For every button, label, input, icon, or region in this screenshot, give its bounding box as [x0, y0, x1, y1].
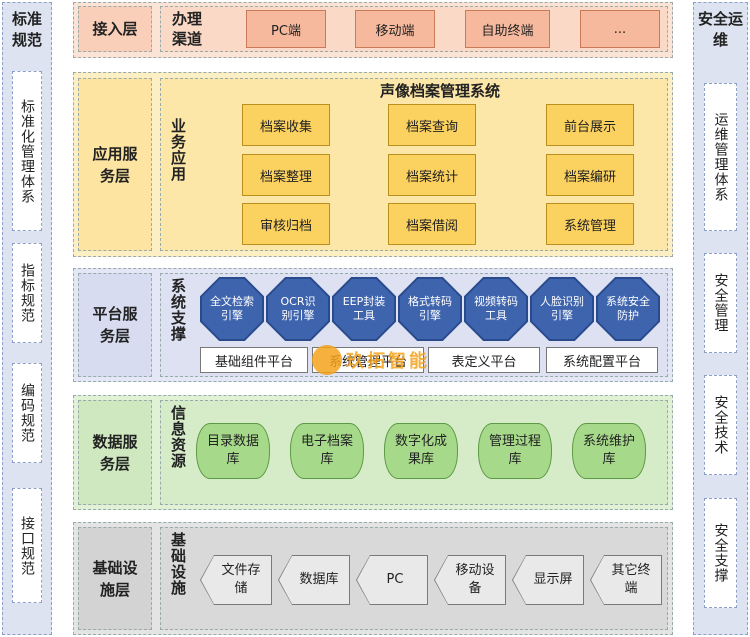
channel-kiosk: 自助终端 — [465, 10, 550, 48]
watermark-logo-icon — [312, 345, 342, 375]
engine-format-transcode: 格式转码引擎 — [400, 279, 460, 339]
channel-pc: PC端 — [246, 10, 326, 48]
left-column-standards: 标准规范 标准化管理体系 指标规范 编码规范 接口规范 — [2, 2, 52, 635]
infra-layer-label: 基础设施层 — [78, 527, 152, 630]
bar-system-config-platform: 系统配置平台 — [546, 347, 658, 373]
right-column-security: 安全运维 运维管理体系 安全管理 安全技术 安全支撑 — [693, 2, 748, 635]
app-system-title: 声像档案管理系统 — [379, 82, 500, 100]
engine-face-recognition: 人脸识别引擎 — [532, 279, 592, 339]
channel-mobile: 移动端 — [355, 10, 435, 48]
module-archive-query: 档案查询 — [388, 104, 476, 146]
watermark-text: 玖拓智能 — [346, 351, 430, 372]
tool-video-transcode: 视频转码工具 — [466, 279, 526, 339]
platform-layer-sublabel: 系统支撑 — [169, 278, 187, 342]
right-column-title: 安全运维 — [697, 10, 743, 49]
bar-table-definition-platform: 表定义平台 — [428, 347, 540, 373]
app-layer-sublabel: 业务应用 — [169, 118, 187, 182]
infra-database: 数据库 — [278, 555, 350, 605]
platform-layer-label: 平台服务层 — [78, 273, 152, 377]
left-item-indicator-spec: 指标规范 — [12, 243, 42, 343]
infra-mobile-device-label: 移动设备 — [435, 556, 505, 604]
system-security-protection: 系统安全防护 — [598, 279, 658, 339]
right-item-security-support: 安全支撑 — [704, 498, 737, 608]
infra-display-screen-label: 显示屏 — [513, 556, 583, 604]
platform-layer-label-text: 平台服务层 — [92, 305, 138, 345]
db-electronic-archive: 电子档案库 — [290, 423, 364, 479]
db-management-process: 管理过程库 — [478, 423, 552, 479]
left-item-coding-spec: 编码规范 — [12, 363, 42, 463]
left-item-management-system: 标准化管理体系 — [12, 71, 42, 231]
module-archive-stats: 档案统计 — [388, 154, 476, 196]
infra-database-label: 数据库 — [279, 556, 349, 604]
channel-more: ... — [580, 10, 660, 48]
module-system-manage: 系统管理 — [546, 203, 634, 245]
infra-file-storage-label: 文件存储 — [201, 556, 271, 604]
infra-layer-sublabel: 基础设施 — [169, 532, 187, 596]
infra-other-terminal-label: 其它终端 — [591, 556, 661, 604]
infra-other-terminal: 其它终端 — [590, 555, 662, 605]
module-front-display: 前台展示 — [546, 104, 634, 146]
right-item-security-mgmt: 安全管理 — [704, 253, 737, 353]
db-digitization-results: 数字化成果库 — [384, 423, 458, 479]
left-column-title: 标准规范 — [11, 10, 42, 49]
infra-layer-label-text: 基础设施层 — [92, 558, 138, 599]
module-review-archive: 审核归档 — [242, 203, 330, 245]
app-layer-label: 应用服务层 — [78, 78, 152, 251]
infra-file-storage: 文件存储 — [200, 555, 272, 605]
left-item-interface-spec: 接口规范 — [12, 488, 42, 603]
module-archive-organize: 档案整理 — [242, 154, 330, 196]
db-catalog: 目录数据库 — [196, 423, 270, 479]
right-item-security-tech: 安全技术 — [704, 375, 737, 475]
engine-ocr: OCR识别引擎 — [268, 279, 328, 339]
module-archive-collect: 档案收集 — [242, 104, 330, 146]
data-layer-sublabel: 信息资源 — [169, 405, 187, 469]
module-archive-research: 档案编研 — [546, 154, 634, 196]
module-archive-borrow: 档案借阅 — [388, 203, 476, 245]
access-layer-sublabel: 办理渠道 — [171, 10, 202, 48]
infra-pc: PC — [356, 555, 428, 605]
infra-pc-label: PC — [357, 556, 427, 604]
right-item-ops-system: 运维管理体系 — [704, 83, 737, 231]
data-layer-label: 数据服务层 — [78, 400, 152, 505]
tool-eep-package: EEP封装工具 — [334, 279, 394, 339]
db-system-maintenance: 系统维护库 — [572, 423, 646, 479]
app-layer-label-text: 应用服务层 — [92, 144, 138, 185]
engine-fulltext-search: 全文检索引擎 — [202, 279, 262, 339]
bar-base-component-platform: 基础组件平台 — [200, 347, 308, 373]
access-layer-label: 接入层 — [78, 6, 152, 52]
infra-display-screen: 显示屏 — [512, 555, 584, 605]
data-layer-label-text: 数据服务层 — [92, 432, 138, 473]
infra-mobile-device: 移动设备 — [434, 555, 506, 605]
